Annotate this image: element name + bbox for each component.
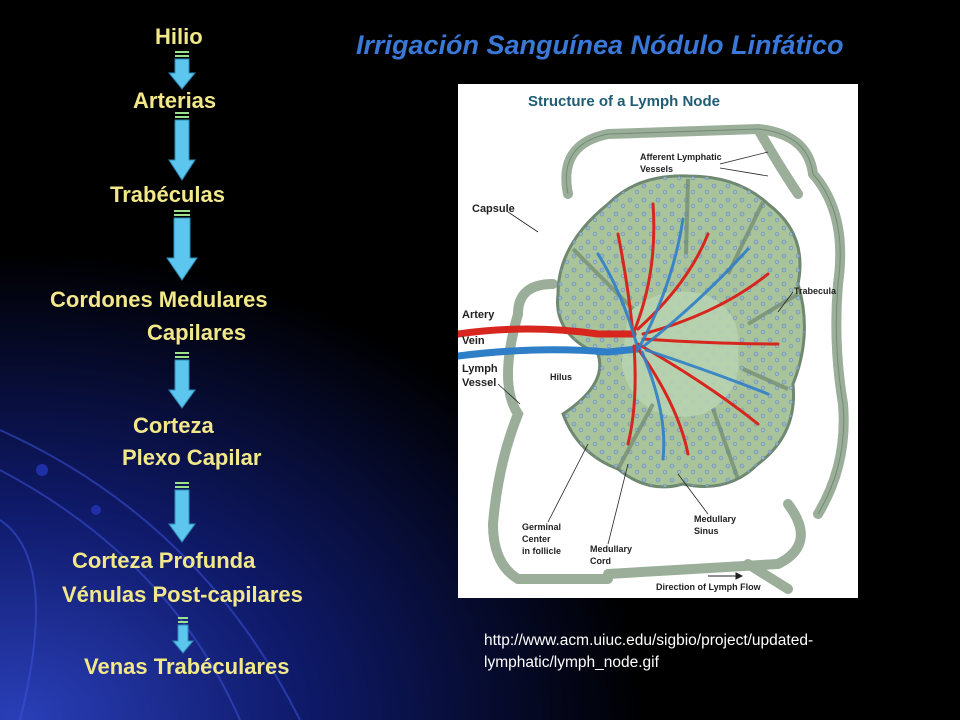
flow-label-venulas-post-capilares: Vénulas Post-capilares bbox=[62, 582, 303, 607]
slide-title: Irrigación Sanguínea Nódulo Linfático bbox=[356, 30, 844, 60]
label-medullary-sinus-line1: Medullary bbox=[694, 514, 736, 524]
flow-label-plexo-capilar: Plexo Capilar bbox=[122, 445, 262, 470]
flow-label-arterias: Arterias bbox=[133, 88, 217, 113]
label-afferent-line2: Vessels bbox=[640, 164, 673, 174]
flow-label-capilares: Capilares bbox=[147, 320, 247, 345]
down-arrow-icon bbox=[168, 482, 196, 543]
source-url: http://www.acm.uiuc.edu/sigbio/project/u… bbox=[484, 630, 813, 674]
flow-label-corteza: Corteza bbox=[133, 413, 214, 438]
label-germinal-line3: in follicle bbox=[522, 546, 561, 556]
down-arrow-icon bbox=[168, 51, 196, 90]
label-lymph-vessel-line2: Vessel bbox=[462, 377, 496, 389]
label-vein: Vein bbox=[462, 335, 485, 347]
label-medullary-cord-line1: Medullary bbox=[590, 544, 632, 554]
label-germinal-line1: Germinal bbox=[522, 522, 561, 532]
label-medullary-sinus-line2: Sinus bbox=[694, 526, 719, 536]
label-hilus: Hilus bbox=[550, 372, 572, 382]
down-arrow-icon bbox=[168, 112, 196, 181]
label-medullary-cord-line2: Cord bbox=[590, 556, 611, 566]
label-germinal-line2: Center bbox=[522, 534, 551, 544]
label-afferent-line1: Afferent Lymphatic bbox=[640, 152, 722, 162]
flow-label-hilio: Hilio bbox=[155, 24, 203, 49]
figure-title: Structure of a Lymph Node bbox=[528, 93, 720, 110]
label-trabecula: Trabecula bbox=[794, 286, 837, 296]
down-arrow-icon bbox=[172, 617, 194, 654]
source-url-line1: http://www.acm.uiuc.edu/sigbio/project/u… bbox=[484, 632, 814, 649]
flow-label-trabeculas: Trabéculas bbox=[110, 182, 225, 207]
down-arrow-icon bbox=[166, 210, 198, 281]
flow-label-cordones-medulares: Cordones Medulares bbox=[50, 287, 268, 312]
label-direction-lymph-flow: Direction of Lymph Flow bbox=[656, 582, 762, 592]
label-artery: Artery bbox=[462, 309, 495, 321]
lymph-node-figure: Structure of a Lymph Node Afferent Lymph… bbox=[458, 84, 858, 598]
source-url-line2: lymphatic/lymph_node.gif bbox=[484, 654, 659, 671]
flow-label-corteza-profunda: Corteza Profunda bbox=[72, 548, 256, 573]
flow-label-venas-trabeculares: Venas Trabéculares bbox=[84, 654, 290, 679]
down-arrow-icon bbox=[168, 352, 196, 409]
label-lymph-vessel-line1: Lymph bbox=[462, 363, 498, 375]
label-capsule: Capsule bbox=[472, 203, 515, 215]
